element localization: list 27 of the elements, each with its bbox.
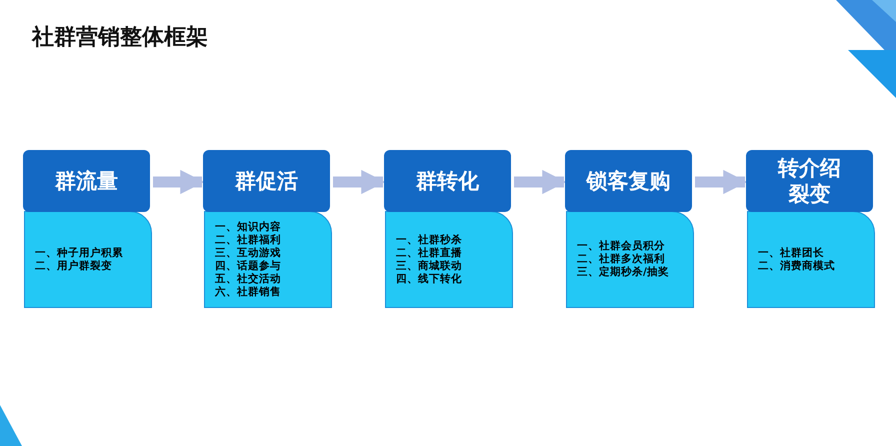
arrow — [333, 170, 386, 194]
stage-header: 转介绍裂变 — [746, 150, 873, 212]
arrow — [695, 170, 748, 194]
stage-header: 群流量 — [23, 150, 150, 212]
list-item: 一、社群会员积分 — [577, 240, 666, 253]
stage-header: 群促活 — [203, 150, 330, 212]
list-item: 二、社群多次福利 — [577, 253, 666, 266]
list-item: 三、定期秒杀/抽奖 — [577, 266, 670, 279]
list-item: 二、社群直播 — [396, 246, 463, 260]
list-item: 五、社交活动 — [215, 272, 282, 286]
list-item: 二、社群福利 — [215, 234, 282, 246]
arrow — [514, 170, 566, 194]
list-item: 一、种子用户积累 — [35, 246, 124, 260]
list-item: 三、互动游戏 — [215, 246, 282, 260]
list-item: 一、知识内容 — [215, 220, 282, 234]
diagram-title: 社群营销整体框架 — [32, 24, 208, 52]
list-item: 四、话题参与 — [215, 260, 282, 272]
list-item: 一、社群团长 — [758, 246, 825, 260]
list-item: 四、线下转化 — [396, 272, 463, 286]
list-item: 二、消费商模式 — [758, 260, 836, 272]
list-item: 三、商城联动 — [396, 260, 463, 272]
stage-header: 锁客复购 — [565, 150, 692, 212]
arrow — [153, 170, 204, 194]
stage-header: 群转化 — [384, 150, 511, 212]
list-item: 二、用户群裂变 — [35, 260, 113, 272]
list-item: 一、社群秒杀 — [396, 234, 463, 246]
list-item: 六、社群销售 — [215, 286, 282, 298]
